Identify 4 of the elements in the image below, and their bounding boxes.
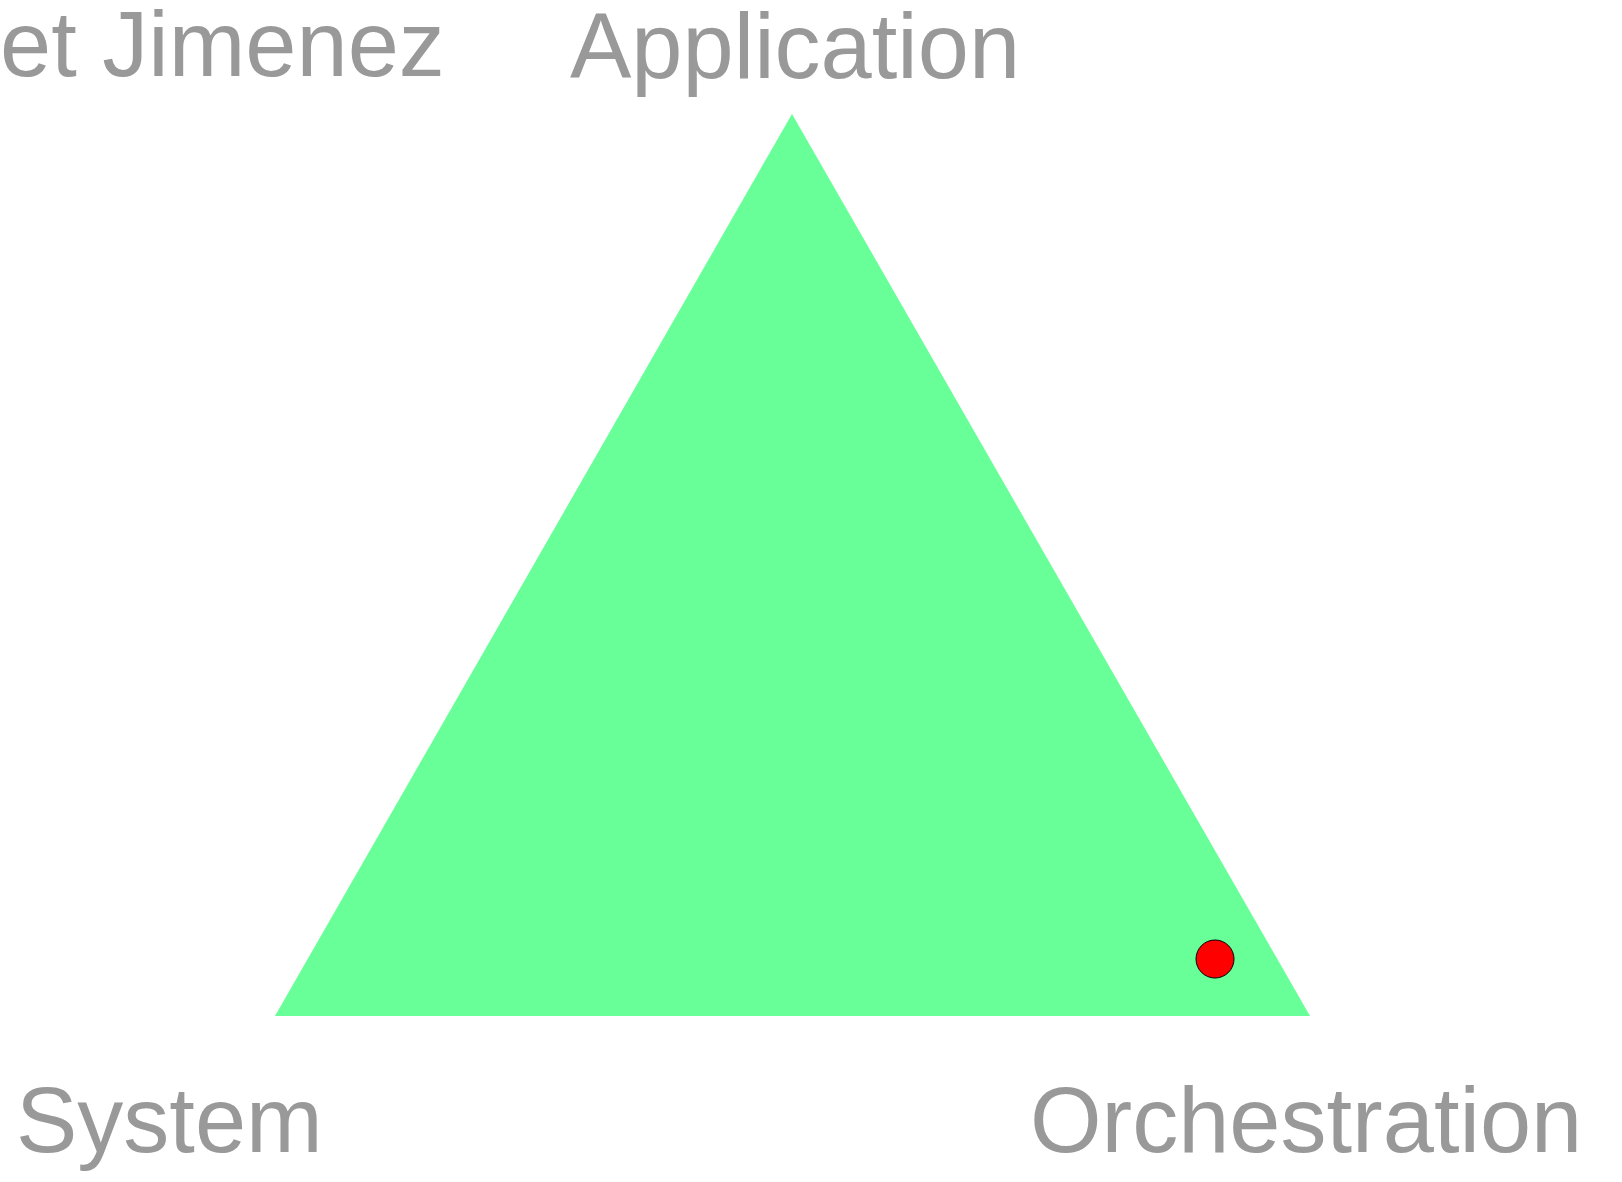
vertex-label: Orchestration — [1030, 1070, 1583, 1172]
vertex-label: System — [16, 1070, 323, 1172]
vertex-label: Application — [570, 0, 1021, 98]
author-name: et Jimenez — [0, 0, 445, 96]
